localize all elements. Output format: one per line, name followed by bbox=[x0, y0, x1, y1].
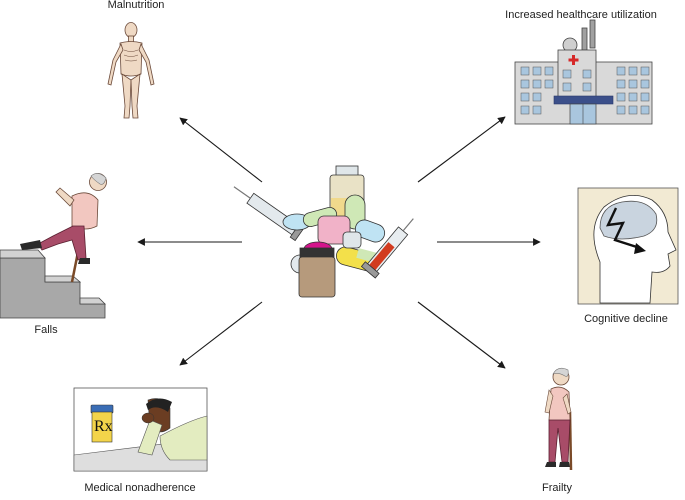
label-malnutrition: Malnutrition bbox=[107, 0, 165, 11]
rx-label: Rx bbox=[94, 418, 113, 435]
label-healthcare-utilization: Increased healthcare utilization bbox=[505, 9, 657, 21]
label-medical-nonadherence: Medical nonadherence bbox=[84, 482, 196, 494]
medical-nonadherence-icon bbox=[73, 387, 208, 472]
frail-elderly-woman-icon bbox=[544, 367, 573, 471]
arrow-to-frailty bbox=[417, 301, 506, 369]
label-falls: Falls bbox=[34, 324, 58, 336]
malnourished-figure-icon bbox=[107, 22, 155, 119]
cognitive-decline-head-icon bbox=[577, 187, 679, 305]
label-frailty: Frailty bbox=[542, 482, 572, 494]
arrow-to-nonadherence bbox=[179, 301, 263, 366]
arrow-to-malnutrition bbox=[179, 117, 263, 183]
hospital-building-icon bbox=[514, 19, 653, 125]
falling-elderly-woman-icon bbox=[0, 173, 107, 319]
label-cognitive-decline: Cognitive decline bbox=[584, 313, 668, 325]
polypharmacy-medications-icon bbox=[233, 165, 414, 298]
arrow-to-healthcare bbox=[417, 116, 506, 183]
